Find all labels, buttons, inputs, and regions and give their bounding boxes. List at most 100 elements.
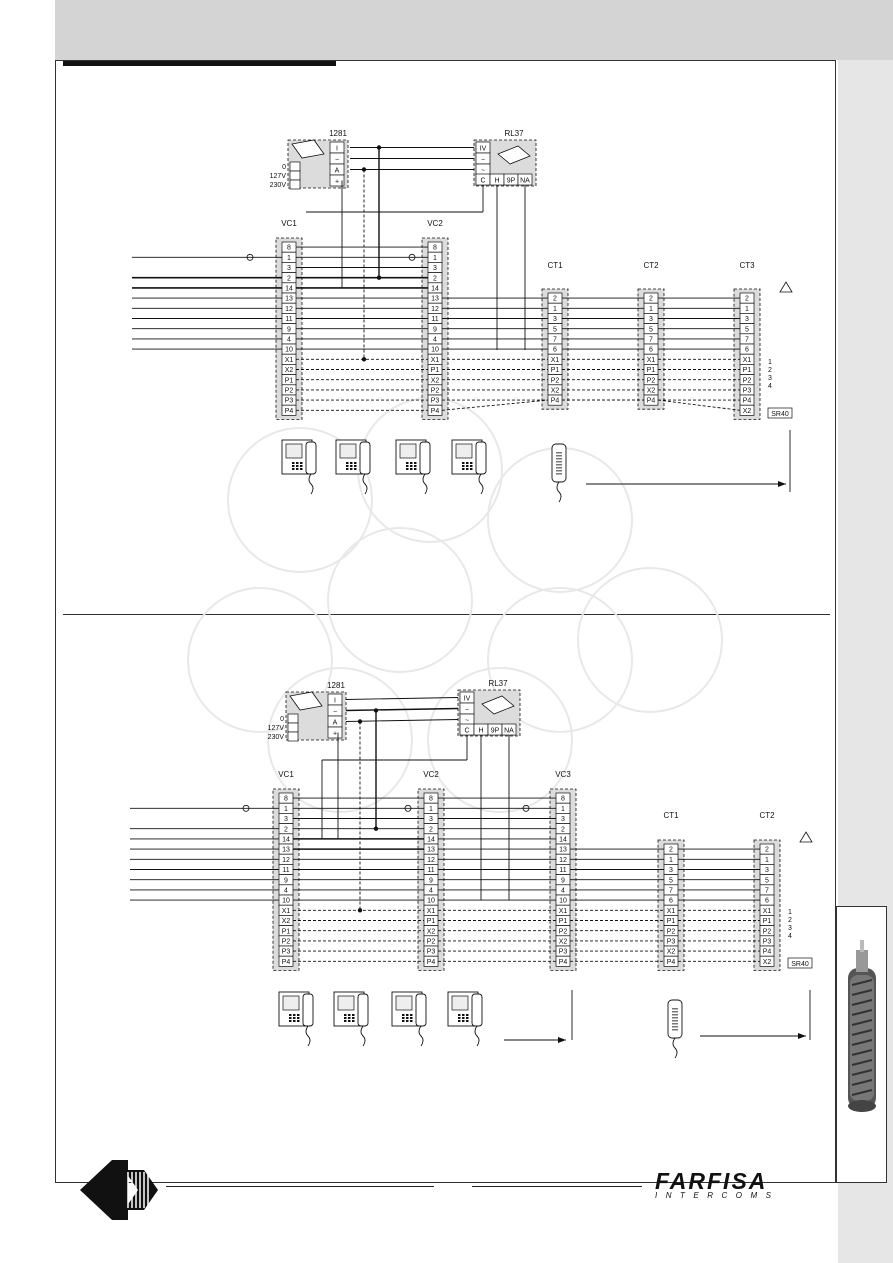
terminal-label: 3 [561,816,565,823]
terminal-label: 7 [649,337,653,344]
footer-line-right [472,1186,642,1187]
key [402,1017,405,1019]
sr40-label: SR40 [791,961,809,968]
wire [657,399,741,411]
mains-terminal [289,170,301,181]
terminal-label: 9 [561,877,565,884]
speaker-icon [799,831,813,843]
relay-terminal-label: ~ [481,168,485,175]
terminal-label: 8 [433,245,437,252]
junction-dot [357,908,363,913]
wire [345,697,459,700]
terminal-label: 14 [285,286,293,293]
terminal-label: P4 [667,959,676,966]
terminal-label: 1 [429,806,433,813]
psu-terminal [329,174,345,187]
key [354,462,357,464]
grille [672,1026,678,1028]
relay-icon [497,145,531,165]
mains-terminal [289,179,301,190]
grille [672,1008,678,1010]
terminal-label: X1 [559,908,568,915]
terminal-label: 2 [649,296,653,303]
key [458,1020,461,1022]
terminal-label: X1 [743,357,752,364]
terminal-label: 3 [433,265,437,272]
key [402,1020,405,1022]
key [346,465,349,467]
terminal-label: 1 [287,255,291,262]
grille [672,1023,678,1025]
ct1-block-bottom-title: CT1 [663,811,679,820]
mains-terminal [287,722,299,733]
junction-dot [357,719,363,724]
relay-terminal-label: 9P [507,178,516,185]
monitor-screen [451,995,469,1011]
farfisa-logo-icon [80,1160,158,1220]
handset-cord [422,473,428,495]
handset-cord [308,473,314,495]
terminal-label: P3 [763,939,772,946]
terminal-label: 1 [745,306,749,313]
terminal-label: 7 [745,337,749,344]
sr40-button: 3 [788,925,792,932]
grille [556,452,562,454]
key [344,1014,347,1016]
mains-label: 127V [268,725,285,732]
key [410,1020,413,1022]
terminal-label: 13 [285,296,293,303]
terminal-label: 4 [429,888,433,895]
relay-terminal-label: NA [520,178,530,185]
terminal-label: 14 [427,837,435,844]
key [344,1017,347,1019]
psu-terminal [327,726,343,739]
terminal-label: 3 [745,316,749,323]
handset-cord [362,473,368,495]
terminal-label: X2 [427,928,436,935]
terminal-label: 3 [765,867,769,874]
terminal-label: P1 [647,367,656,374]
watermark-loop [487,587,633,733]
terminal-label: 12 [427,857,435,864]
terminal-label: 11 [559,867,566,874]
key [410,462,413,464]
terminal-label: 8 [561,796,565,803]
key [346,462,349,464]
monitor-screen [285,443,303,459]
terminal-label: 11 [431,316,438,323]
psu-title: 1281 [327,681,345,690]
sr40-label: SR40 [771,411,789,418]
terminal-label: 2 [433,275,437,282]
mains-label: 0 [280,716,284,723]
handset [475,441,487,475]
key [293,1020,296,1022]
key [348,1017,351,1019]
watermark-loop [577,567,723,713]
monitor-screen [339,443,357,459]
key [293,1017,296,1019]
sr40-button: 2 [788,917,792,924]
terminal-label: P1 [285,377,294,384]
terminal-label: X2 [647,388,656,395]
interphone-icon [551,443,567,503]
key [354,465,357,467]
terminal-label: 9 [429,877,433,884]
key [458,1017,461,1019]
key [348,1014,351,1016]
terminal-label: 3 [649,316,653,323]
sr40-button: 4 [788,933,792,940]
videophone-icon [278,991,314,1047]
terminal-label: 10 [431,347,439,354]
terminal-label: 3 [284,816,288,823]
terminal-label: P3 [285,398,294,405]
terminal-label: 3 [287,265,291,272]
key [292,462,295,464]
relay-terminal-label: C [480,178,485,185]
terminal-label: P1 [763,918,772,925]
relay-title: RL37 [504,129,524,138]
junction-dot [376,145,382,150]
terminal-label: 2 [669,847,673,854]
terminal-label: 4 [561,888,565,895]
relay-terminal-label: H [494,178,499,185]
